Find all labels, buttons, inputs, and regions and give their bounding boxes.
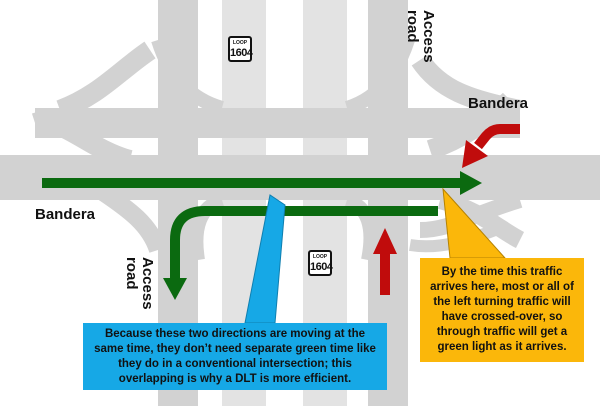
red-northbound-arrow (373, 228, 397, 295)
loop-1604-shield: LOOP 1604 (228, 36, 253, 62)
green-through-arrow (42, 171, 482, 195)
blue-callout: Because these two directions are moving … (83, 323, 387, 390)
bandera-label-east: Bandera (468, 95, 529, 112)
fillet-nw (151, 37, 225, 115)
shield-number: 1604 (310, 261, 333, 273)
bandera-label-west: Bandera (35, 206, 96, 223)
shield-prefix: LOOP (232, 40, 248, 46)
shield-number: 1604 (230, 47, 253, 59)
orange-callout: By the time this traffic arrives here, m… (420, 258, 584, 362)
access-road-label-bottom: Access road (123, 257, 156, 310)
crossover-upper-left-2 (56, 41, 156, 120)
access-road-label-top: Access road (404, 10, 437, 63)
red-turn-arrow-top (462, 124, 520, 168)
bandera-main-band (0, 155, 600, 200)
loop-1604-shield: LOOP 1604 (308, 250, 333, 276)
shield-prefix: LOOP (312, 254, 328, 260)
crossover-upper-left (31, 111, 133, 170)
fillet-ne (344, 37, 415, 115)
fillet-se (344, 193, 378, 262)
crossover-lower-left (95, 182, 167, 254)
green-left-turn-arrow (163, 206, 438, 300)
bandera-upper-band (35, 108, 520, 138)
fillet-sw (189, 193, 225, 262)
crossover-right-ramp (426, 92, 518, 160)
